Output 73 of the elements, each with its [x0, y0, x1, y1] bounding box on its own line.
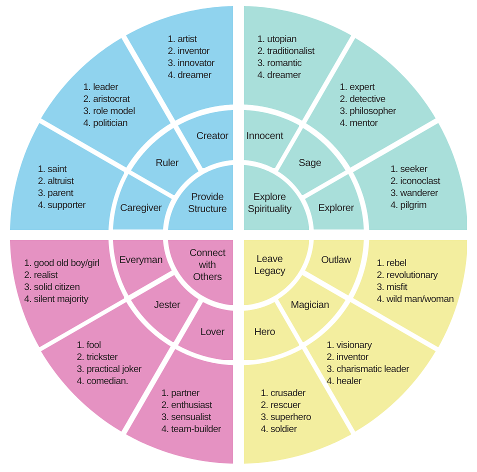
list-item: 2. traditionalist — [257, 46, 314, 58]
list-item: 1. good old boy/girl — [24, 258, 100, 270]
archetype-label: Explorer — [318, 202, 354, 215]
archetype-label: Creator — [196, 131, 228, 144]
archetype-label: Innocent — [246, 131, 284, 144]
theme-label: Explore Spirituality — [246, 192, 292, 216]
list-item: 1. artist — [168, 34, 197, 46]
list-item: 3. sensualist — [161, 412, 211, 424]
archetype-label: Outlaw — [321, 255, 352, 268]
list-item: 3. superhero — [260, 412, 312, 424]
list-item: 1. partner — [161, 388, 200, 400]
list-item: 4. team-builder — [161, 424, 221, 436]
list-item: 1. leader — [83, 82, 118, 94]
list-item: 2. realist — [24, 270, 58, 282]
list-item: 1. visionary — [326, 340, 372, 352]
middle-ring-segment — [305, 240, 364, 296]
theme-label: Leave Legacy — [253, 254, 286, 278]
list-item: 2. inventor — [168, 46, 210, 58]
list-item: 1. seeker — [390, 164, 428, 176]
list-item: 4. politician — [83, 118, 128, 130]
archetype-label: Jester — [154, 300, 180, 312]
list-item: 4. supporter — [38, 200, 86, 212]
list-item: 3. philosopher — [340, 106, 396, 118]
middle-ring-segment — [305, 174, 364, 230]
middle-ring-segment — [178, 110, 234, 168]
list-item: 3. romantic — [257, 58, 302, 70]
list-item: 3. solid citizen — [24, 282, 80, 294]
list-item: 3. wanderer — [390, 188, 438, 200]
archetype-label: Ruler — [156, 158, 179, 170]
theme-label: Connect with Others — [188, 248, 226, 284]
list-item: 3. parent — [38, 188, 74, 200]
list-item: 2. trickster — [76, 352, 118, 364]
list-item: 1. expert — [340, 82, 374, 94]
list-item: 2. enthusiast — [161, 400, 212, 412]
middle-ring-segment — [244, 110, 300, 168]
list-item: 2. aristocrat — [83, 94, 130, 106]
list-item: 4. pilgrim — [390, 200, 427, 212]
list-item: 4. soldier — [260, 424, 297, 436]
list-item: 1. saint — [38, 164, 66, 176]
middle-ring-segment — [113, 174, 172, 230]
theme-label: Provide Structure — [186, 192, 228, 216]
list-item: 4. comedian. — [76, 376, 128, 388]
list-item: 4. dreamer — [168, 70, 212, 82]
list-item: 1. crusader — [260, 388, 306, 400]
list-item: 1. utopian — [257, 34, 297, 46]
list-item: 1. fool — [76, 340, 101, 352]
list-item: 2. altruist — [38, 176, 74, 188]
middle-ring-segment — [278, 274, 346, 342]
list-item: 1. rebel — [376, 258, 406, 270]
archetype-label: Lover — [200, 326, 224, 339]
inner-quarter-segment — [168, 164, 234, 230]
archetype-label: Everyman — [119, 255, 163, 268]
list-item: 4. dreamer — [257, 70, 301, 82]
archetype-label: Hero — [254, 326, 276, 339]
outer-ring-segment — [244, 6, 351, 121]
list-item: 4. silent majority — [24, 294, 88, 306]
list-item: 2. detective — [340, 94, 386, 106]
list-item: 3. charismatic leader — [326, 364, 410, 376]
list-item: 2. inventor — [326, 352, 368, 364]
archetype-label: Caregiver — [120, 202, 162, 215]
list-item: 3. practical joker — [76, 364, 142, 376]
list-item: 3. innovator — [168, 58, 214, 70]
list-item: 2. rescuer — [260, 400, 300, 412]
list-item: 4. wild man/woman — [376, 294, 454, 306]
middle-ring-segment — [113, 240, 172, 296]
list-item: 4. healer — [326, 376, 362, 388]
list-item: 3. role model — [83, 106, 135, 118]
archetype-label: Sage — [298, 158, 322, 170]
list-item: 2. iconoclast — [390, 176, 440, 188]
list-item: 4. mentor — [340, 118, 378, 130]
list-item: 2. revolutionary — [376, 270, 438, 282]
archetype-label: Magician — [290, 300, 330, 312]
list-item: 3. misfit — [376, 282, 408, 294]
